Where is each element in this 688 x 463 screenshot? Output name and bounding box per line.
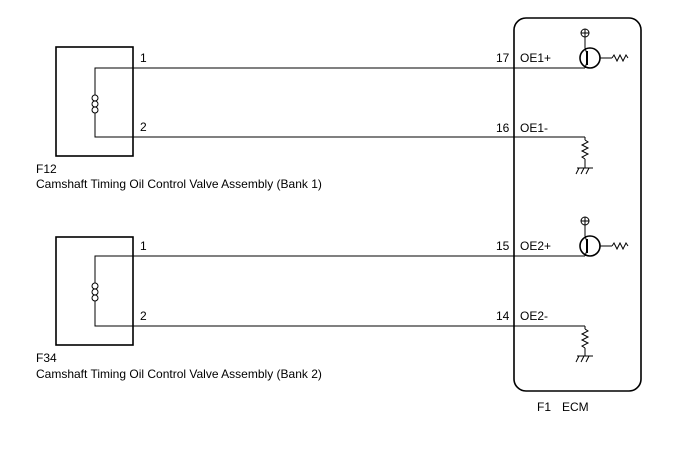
ecm-pin-16: 16 [496, 121, 510, 135]
ground-icon [575, 348, 593, 363]
valve-bank2-box [55, 236, 134, 346]
valve-bank2-pin-2: 2 [140, 309, 147, 323]
ecm-code: F1 [537, 400, 551, 414]
ecm-signal-oe1-minus: OE1- [520, 121, 548, 135]
valve-bank1-name: Camshaft Timing Oil Control Valve Assemb… [36, 177, 322, 191]
valve-bank2-pin-1: 1 [140, 239, 147, 253]
ecm: 17 OE1+ 16 OE1- 15 OE2+ 14 OE2- [496, 17, 642, 414]
valve-bank2-name: Camshaft Timing Oil Control Valve Assemb… [36, 367, 322, 381]
ecm-pin-15: 15 [496, 239, 510, 253]
transistor-icon [578, 216, 612, 257]
valve-bank1-code: F12 [36, 162, 57, 176]
resistor-icon [611, 53, 629, 63]
ground-icon [575, 159, 593, 175]
ecm-name: ECM [562, 400, 589, 414]
ecm-signal-oe1-plus: OE1+ [520, 51, 551, 65]
valve-bank2: 1 2 F34 Camshaft Timing Oil Control Valv… [36, 236, 322, 381]
coil-icon [91, 282, 99, 302]
transistor-icon [578, 28, 612, 69]
valve-bank1-box [55, 46, 134, 157]
coil-icon [91, 94, 99, 114]
ecm-pin-14: 14 [496, 309, 510, 323]
ecm-pin-17: 17 [496, 51, 510, 65]
resistor-icon [580, 328, 590, 349]
resistor-icon [611, 241, 629, 251]
valve-bank2-code: F34 [36, 351, 57, 365]
ecm-signal-oe2-plus: OE2+ [520, 239, 551, 253]
resistor-icon [580, 139, 590, 160]
valve-bank1-pin-2: 2 [140, 120, 147, 134]
ecm-signal-oe2-minus: OE2- [520, 309, 548, 323]
valve-bank1: 1 2 F12 Camshaft Timing Oil Control Valv… [36, 46, 322, 191]
valve-bank1-pin-1: 1 [140, 51, 147, 65]
ecm-box [513, 17, 642, 392]
